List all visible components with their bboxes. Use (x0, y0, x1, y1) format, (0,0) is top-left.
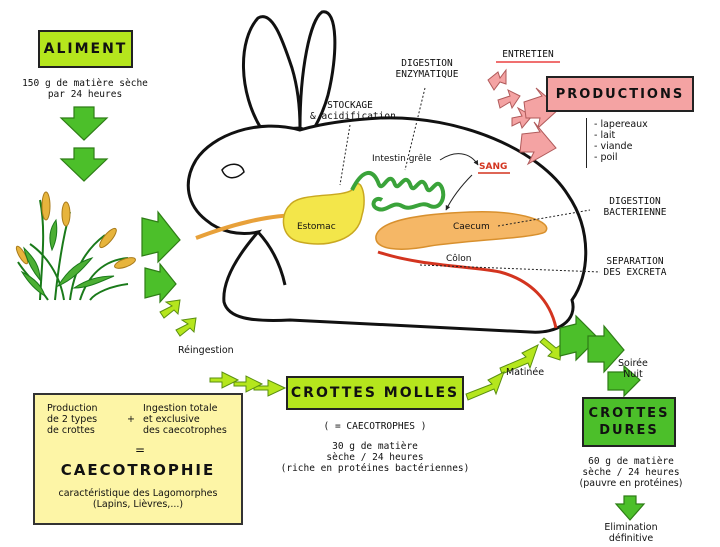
aliment-box: ALIMENT (38, 30, 133, 68)
aliment-title: ALIMENT (43, 41, 128, 57)
productions-item: - viande (594, 141, 633, 152)
aliment-amount: 150 g de matière sèche par 24 heures (22, 78, 148, 100)
sang-arrows (439, 153, 479, 211)
colon-label: Côlon (446, 254, 472, 264)
soiree-label: Soirée Nuit (618, 358, 648, 380)
crottes-molles-title: CROTTES MOLLES (290, 385, 460, 401)
caecum (375, 211, 548, 250)
matinee-arrows (465, 337, 563, 401)
caecum-label: Caecum (453, 222, 490, 232)
caecotrophie-box: Production de 2 types de crottes + Inges… (33, 393, 243, 525)
productions-title: PRODUCTIONS (555, 86, 685, 102)
crottes-molles-sub: ( = CAECOTROPHES ) (323, 421, 427, 432)
elimination-label: Elimination définitive (604, 522, 658, 544)
small-intestine (350, 171, 446, 212)
matinee-label: Matinée (506, 367, 545, 378)
aliment-arrows (59, 106, 109, 182)
intestin-label: Intestin grêle (372, 154, 432, 164)
stockage-label: STOCKAGE & acidification (310, 100, 396, 122)
wheat-ears (15, 191, 136, 269)
crottes-dures-box: CROTTES DURES (582, 397, 676, 447)
caecotrophie-plus: + (127, 414, 135, 425)
productions-items: - lapereaux - lait - viande - poil (594, 119, 648, 163)
reingestion-label: Réingestion (178, 345, 234, 356)
caecotrophie-title: CAECOTROPHIE (60, 461, 216, 479)
stomach (282, 182, 365, 245)
caecotrophie-desc: caractéristique des Lagomorphes (Lapins,… (58, 488, 218, 510)
reingestion-arrows (159, 299, 197, 337)
crottes-dures-title-1: CROTTES (588, 406, 670, 421)
entretien-label: ENTRETIEN (502, 49, 554, 60)
crottes-molles-amount: 30 g de matière sèche / 24 heures (riche… (280, 441, 470, 474)
productions-item: - poil (594, 152, 618, 163)
return-arrows (209, 371, 287, 397)
caecotrophie-right: Ingestion totale et exclusive des caecot… (143, 403, 227, 436)
colon (377, 250, 558, 329)
crottes-dures-title-2: DURES (599, 423, 659, 438)
productions-box: PRODUCTIONS (546, 76, 694, 112)
productions-item: - lapereaux (594, 119, 648, 130)
separation-label: SEPARATION DES EXCRETA (603, 256, 667, 278)
caecotrophie-equals: = (135, 443, 146, 457)
plant-leaves (20, 218, 115, 298)
dures-arrows (559, 314, 641, 398)
production-arrows (487, 68, 561, 166)
caecotrophie-left: Production de 2 types de crottes (47, 403, 98, 436)
crottes-dures-amount: 60 g de matière sèche / 24 heures (pauvr… (579, 456, 683, 489)
eye-icon (221, 163, 245, 179)
crottes-molles-box: CROTTES MOLLES (286, 376, 464, 410)
sang-label: SANG (479, 162, 508, 172)
productions-list (586, 118, 593, 168)
digestion-bacterienne-label: DIGESTION BACTERIENNE (603, 196, 667, 218)
elimination-arrow (614, 495, 646, 521)
digestion-enzymatique-label: DIGESTION ENZYMATIQUE (395, 58, 459, 80)
feed-arrows (141, 210, 181, 304)
leader-lines (339, 87, 601, 273)
estomac-label: Estomac (297, 222, 336, 232)
productions-item: - lait (594, 130, 616, 141)
